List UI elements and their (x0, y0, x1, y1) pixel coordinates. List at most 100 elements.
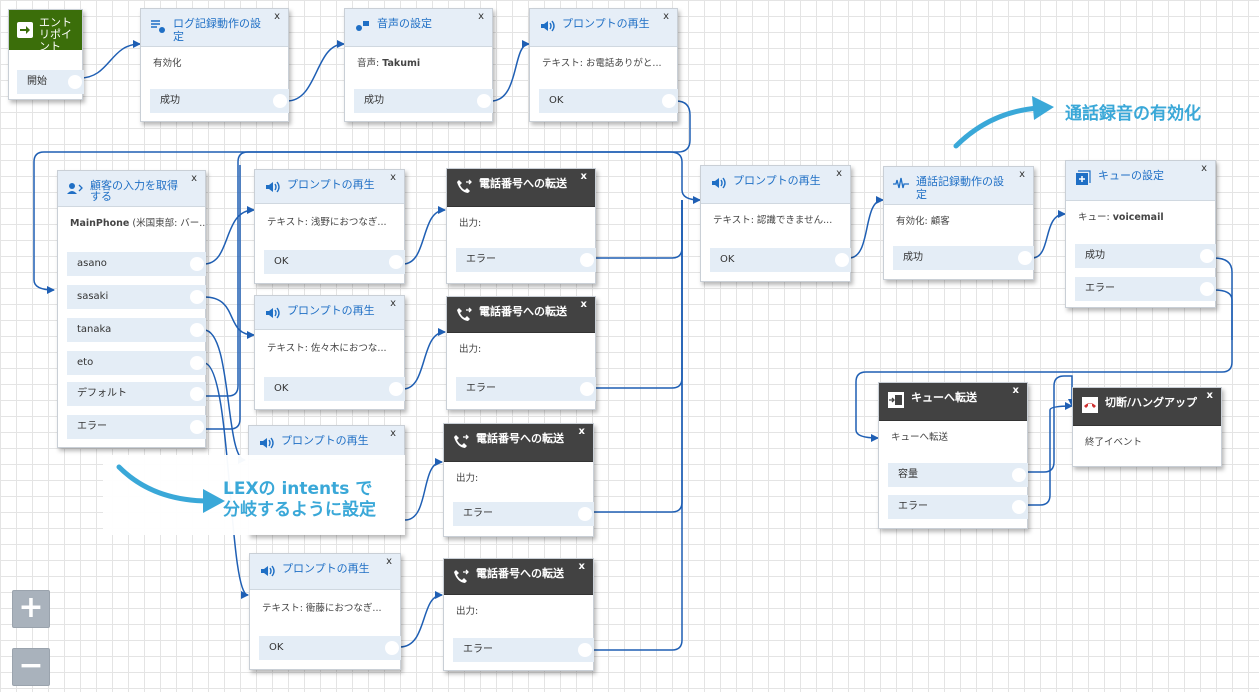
prompt-body: テキスト: お電話ありがと... (542, 58, 662, 69)
port-prompt-ok[interactable]: OK (539, 89, 678, 113)
port-error[interactable]: エラー (67, 415, 206, 439)
transfer-phone-block-3[interactable]: 電話番号への転送 x 出力: エラー (443, 423, 594, 537)
port-knob[interactable] (389, 255, 403, 269)
close-icon[interactable]: x (1012, 385, 1019, 396)
zoom-in-button[interactable]: + (12, 590, 50, 628)
port-transfer-error[interactable]: エラー (456, 377, 596, 401)
port-knob[interactable] (662, 94, 676, 108)
close-icon[interactable]: x (1019, 169, 1025, 180)
close-icon[interactable]: x (580, 299, 587, 310)
port-knob[interactable] (273, 94, 287, 108)
close-icon[interactable]: x (478, 11, 484, 22)
get-customer-input-block[interactable]: 顧客の入力を取得する x MainPhone (米国東部: バー... asan… (57, 170, 206, 448)
speaker-icon (259, 563, 275, 579)
port-knob[interactable] (190, 257, 204, 271)
transfer-to-queue-block[interactable]: キューへ転送 x キューへ転送 容量 エラー (878, 382, 1028, 529)
zoom-out-button[interactable]: − (12, 648, 50, 686)
port-prompt-ok[interactable]: OK (710, 248, 851, 272)
port-knob[interactable] (190, 323, 204, 337)
transfer-body: 出力: (459, 344, 482, 355)
port-knob[interactable] (190, 420, 204, 434)
set-queue-block[interactable]: キューの設定 x キュー: voicemail 成功 エラー (1065, 160, 1216, 308)
port-knob[interactable] (580, 382, 594, 396)
port-knob[interactable] (385, 641, 399, 655)
call-recording-title: 通話記録動作の設定 (916, 175, 1004, 201)
prompt-block-eto[interactable]: プロンプトの再生 x テキスト: 衛藤におつなぎ... OK (249, 553, 401, 670)
prompt-title: プロンプトの再生 (281, 434, 369, 447)
port-prompt-ok[interactable]: OK (259, 636, 401, 660)
port-knob[interactable] (580, 253, 594, 267)
port-queue-error[interactable]: エラー (1075, 277, 1216, 301)
close-icon[interactable]: x (836, 168, 842, 179)
prompt-block-asano[interactable]: プロンプトの再生 x テキスト: 浅野におつなぎ... OK (254, 169, 405, 284)
port-voice-success[interactable]: 成功 (354, 89, 493, 113)
port-knob[interactable] (1012, 500, 1026, 514)
port-transfer-queue-error[interactable]: エラー (888, 495, 1028, 519)
close-icon[interactable]: x (578, 561, 585, 572)
port-intent-eto[interactable]: eto (67, 351, 206, 375)
close-icon[interactable]: x (663, 11, 669, 22)
port-queue-success[interactable]: 成功 (1075, 244, 1216, 268)
port-knob[interactable] (190, 387, 204, 401)
prompt-block-greeting[interactable]: プロンプトの再生 x テキスト: お電話ありがと... OK (529, 8, 678, 122)
close-icon[interactable]: x (390, 428, 396, 439)
port-knob[interactable] (1200, 249, 1214, 263)
prompt-header: プロンプトの再生 x (255, 296, 404, 330)
disconnect-block[interactable]: 切断/ハングアップ x 終了イベント (1072, 387, 1222, 467)
prompt-block-sasaki[interactable]: プロンプトの再生 x テキスト: 佐々木におつな... OK (254, 295, 405, 410)
callout-lex-line2: 分岐するように設定 (223, 500, 376, 520)
transfer-phone-block-1[interactable]: 電話番号への転送 x 出力: エラー (446, 168, 596, 284)
callout-lex-panel: LEXの intents で 分岐するように設定 (103, 455, 405, 535)
port-intent-asano[interactable]: asano (67, 252, 206, 276)
port-transfer-error[interactable]: エラー (456, 248, 596, 272)
call-recording-block[interactable]: 通話記録動作の設定 x 有効化: 顧客 成功 (883, 166, 1034, 280)
log-settings-block[interactable]: ログ記録動作の設定 x 有効化 成功 (140, 8, 289, 122)
transfer-phone-block-2[interactable]: 電話番号への転送 x 出力: エラー (446, 296, 596, 410)
close-icon[interactable]: x (1201, 163, 1207, 174)
port-knob[interactable] (578, 643, 592, 657)
prompt-block-error[interactable]: プロンプトの再生 x テキスト: 認識できません... OK (700, 165, 851, 282)
port-transfer-error[interactable]: エラー (453, 502, 594, 526)
port-knob[interactable] (68, 75, 82, 89)
transfer-body: 出力: (456, 473, 479, 484)
prompt-header: プロンプトの再生 x (249, 426, 404, 460)
entry-point-block[interactable]: エントリポイント 開始 (8, 9, 84, 100)
port-knob[interactable] (190, 290, 204, 304)
prompt-body: テキスト: 佐々木におつな... (267, 343, 387, 354)
port-log-success[interactable]: 成功 (150, 89, 289, 113)
close-icon[interactable]: x (191, 173, 197, 184)
port-knob[interactable] (1012, 468, 1026, 482)
port-capacity[interactable]: 容量 (888, 463, 1028, 487)
port-knob[interactable] (477, 94, 491, 108)
port-knob[interactable] (1200, 282, 1214, 296)
close-icon[interactable]: x (274, 11, 280, 22)
wire-p2-t2 (402, 328, 446, 390)
port-knob[interactable] (835, 253, 849, 267)
wire-p4-t4 (399, 591, 443, 648)
set-queue-body: キュー: voicemail (1078, 212, 1164, 223)
close-icon[interactable]: x (390, 298, 396, 309)
close-icon[interactable]: x (390, 172, 396, 183)
close-icon[interactable]: x (578, 426, 585, 437)
port-knob[interactable] (1018, 251, 1032, 265)
port-default[interactable]: デフォルト (67, 382, 206, 406)
port-intent-tanaka[interactable]: tanaka (67, 318, 206, 342)
transfer-phone-block-4[interactable]: 電話番号への転送 x 出力: エラー (443, 558, 594, 671)
port-knob[interactable] (389, 382, 403, 396)
close-icon[interactable]: x (580, 171, 587, 182)
port-transfer-error[interactable]: エラー (453, 638, 594, 662)
port-start[interactable]: 開始 (17, 70, 84, 94)
voice-settings-block[interactable]: 音声の設定 x 音声: Takumi 成功 (344, 8, 493, 122)
close-icon[interactable]: x (1206, 390, 1213, 401)
port-knob[interactable] (578, 507, 592, 521)
port-knob[interactable] (190, 356, 204, 370)
port-record-success[interactable]: 成功 (893, 246, 1034, 270)
close-icon[interactable]: x (386, 556, 392, 567)
port-prompt-ok[interactable]: OK (264, 377, 405, 401)
callout-arrow-icon (953, 96, 1054, 149)
wire-p1-t1 (402, 206, 446, 265)
port-intent-sasaki[interactable]: sasaki (67, 285, 206, 309)
port-prompt-ok[interactable]: OK (264, 250, 405, 274)
set-queue-header: キューの設定 x (1066, 161, 1215, 201)
prompt-header: プロンプトの再生 x (250, 554, 400, 590)
